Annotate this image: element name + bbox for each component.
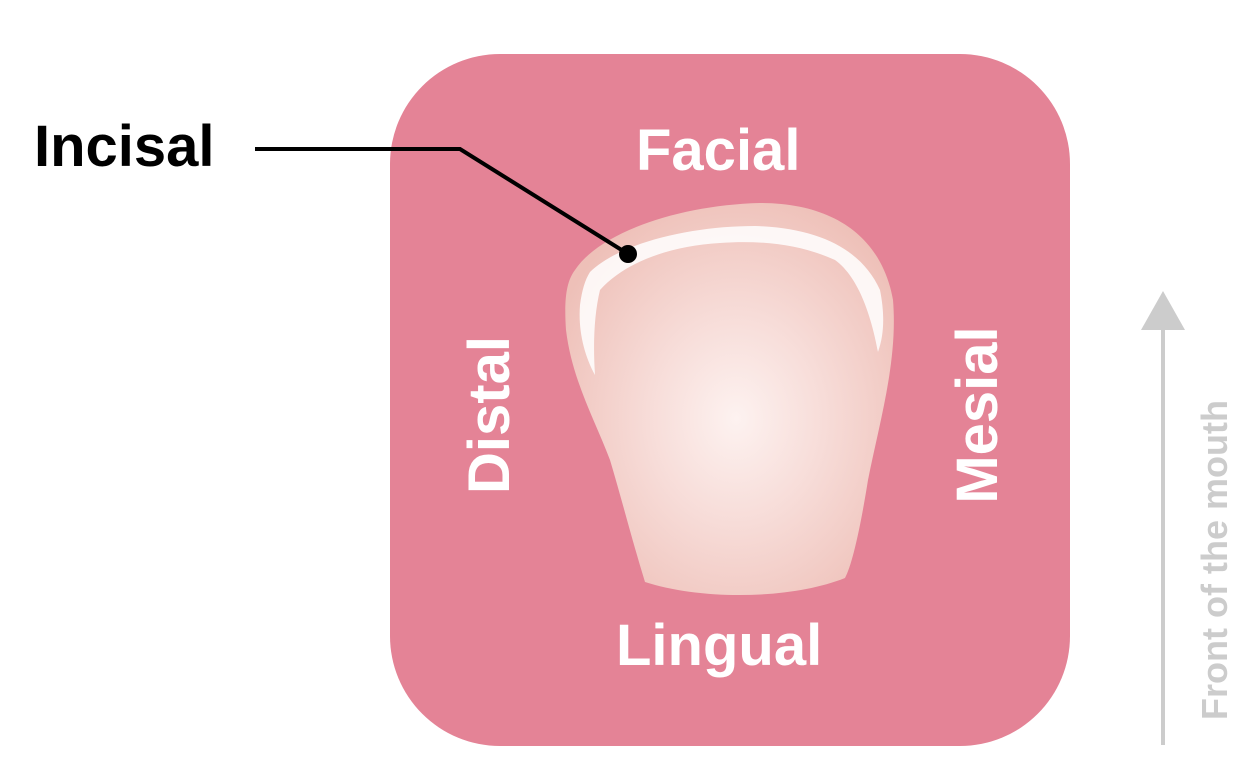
mesial-label: Mesial bbox=[945, 326, 1010, 504]
incisal-pointer-dot bbox=[619, 245, 637, 263]
incisal-label: Incisal bbox=[34, 114, 215, 179]
distal-label: Distal bbox=[457, 336, 522, 494]
incisal-leader-line bbox=[255, 147, 630, 256]
front-of-mouth-label: Front of the mouth bbox=[1194, 400, 1235, 720]
tooth-crown bbox=[565, 203, 894, 596]
lingual-label: Lingual bbox=[616, 613, 823, 678]
facial-label: Facial bbox=[636, 118, 801, 183]
front-arrow-head bbox=[1141, 291, 1185, 330]
